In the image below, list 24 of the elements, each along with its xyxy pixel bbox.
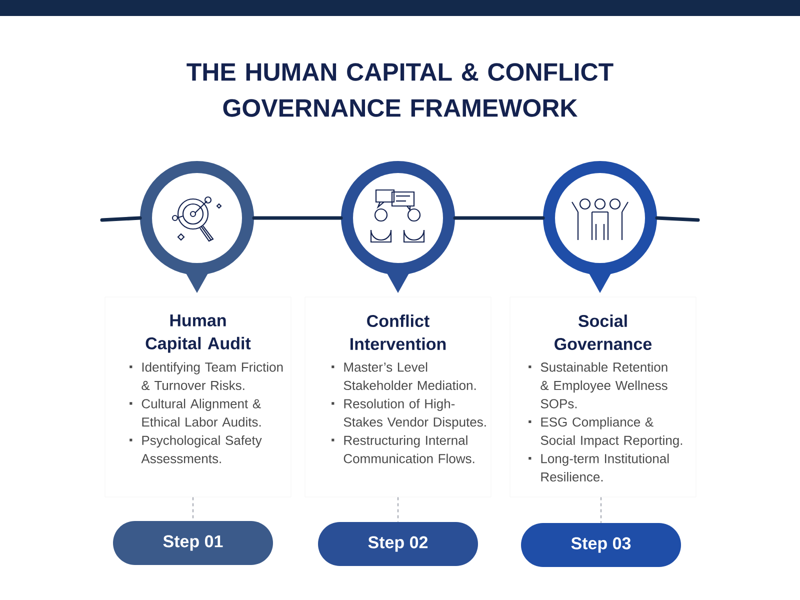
step-pill: Step 01 xyxy=(113,521,273,565)
bullet-item: Long-term Institutional Resilience. xyxy=(528,454,669,482)
title: THE HUMAN CAPITAL & CONFLICT GOVERNANCE FRAMEWORK xyxy=(186,63,614,117)
bullet-item: Master’s Level Stakeholder Mediation. xyxy=(332,362,476,390)
bullet-item: Sustainable Retention & Employee Wellness SOPs. xyxy=(528,362,668,408)
bullet-item: ESG Compliance & Social Impact Reporting. xyxy=(528,417,682,448)
card-heading: Conflict Intervention xyxy=(350,314,446,350)
bullet-item: Resolution of High-Stakes Vendor Disputes. xyxy=(332,398,486,430)
pin-marker xyxy=(543,161,657,293)
timeline-line xyxy=(655,216,700,222)
step-pill: Step 02 xyxy=(318,522,478,566)
pin-marker xyxy=(140,161,254,293)
pin-marker xyxy=(341,161,455,293)
card-heading: Human Capital Audit xyxy=(146,314,251,353)
timeline-line xyxy=(252,216,343,220)
timeline-line xyxy=(100,216,142,222)
connector-line xyxy=(600,496,602,524)
card-heading: Social Governance xyxy=(554,314,652,350)
step-pill: Step 03 xyxy=(521,523,681,567)
bullet-item: Cultural Alignment & Ethical Labor Audits. xyxy=(130,398,261,427)
bullet-item: Identifying Team Friction & Turnover Risks. xyxy=(130,362,283,390)
bullet-item: Psychological Safety Assessments. xyxy=(130,435,262,464)
bullet-item: Restructuring Internal Communication Flows. xyxy=(332,435,474,464)
timeline-line xyxy=(453,216,545,220)
